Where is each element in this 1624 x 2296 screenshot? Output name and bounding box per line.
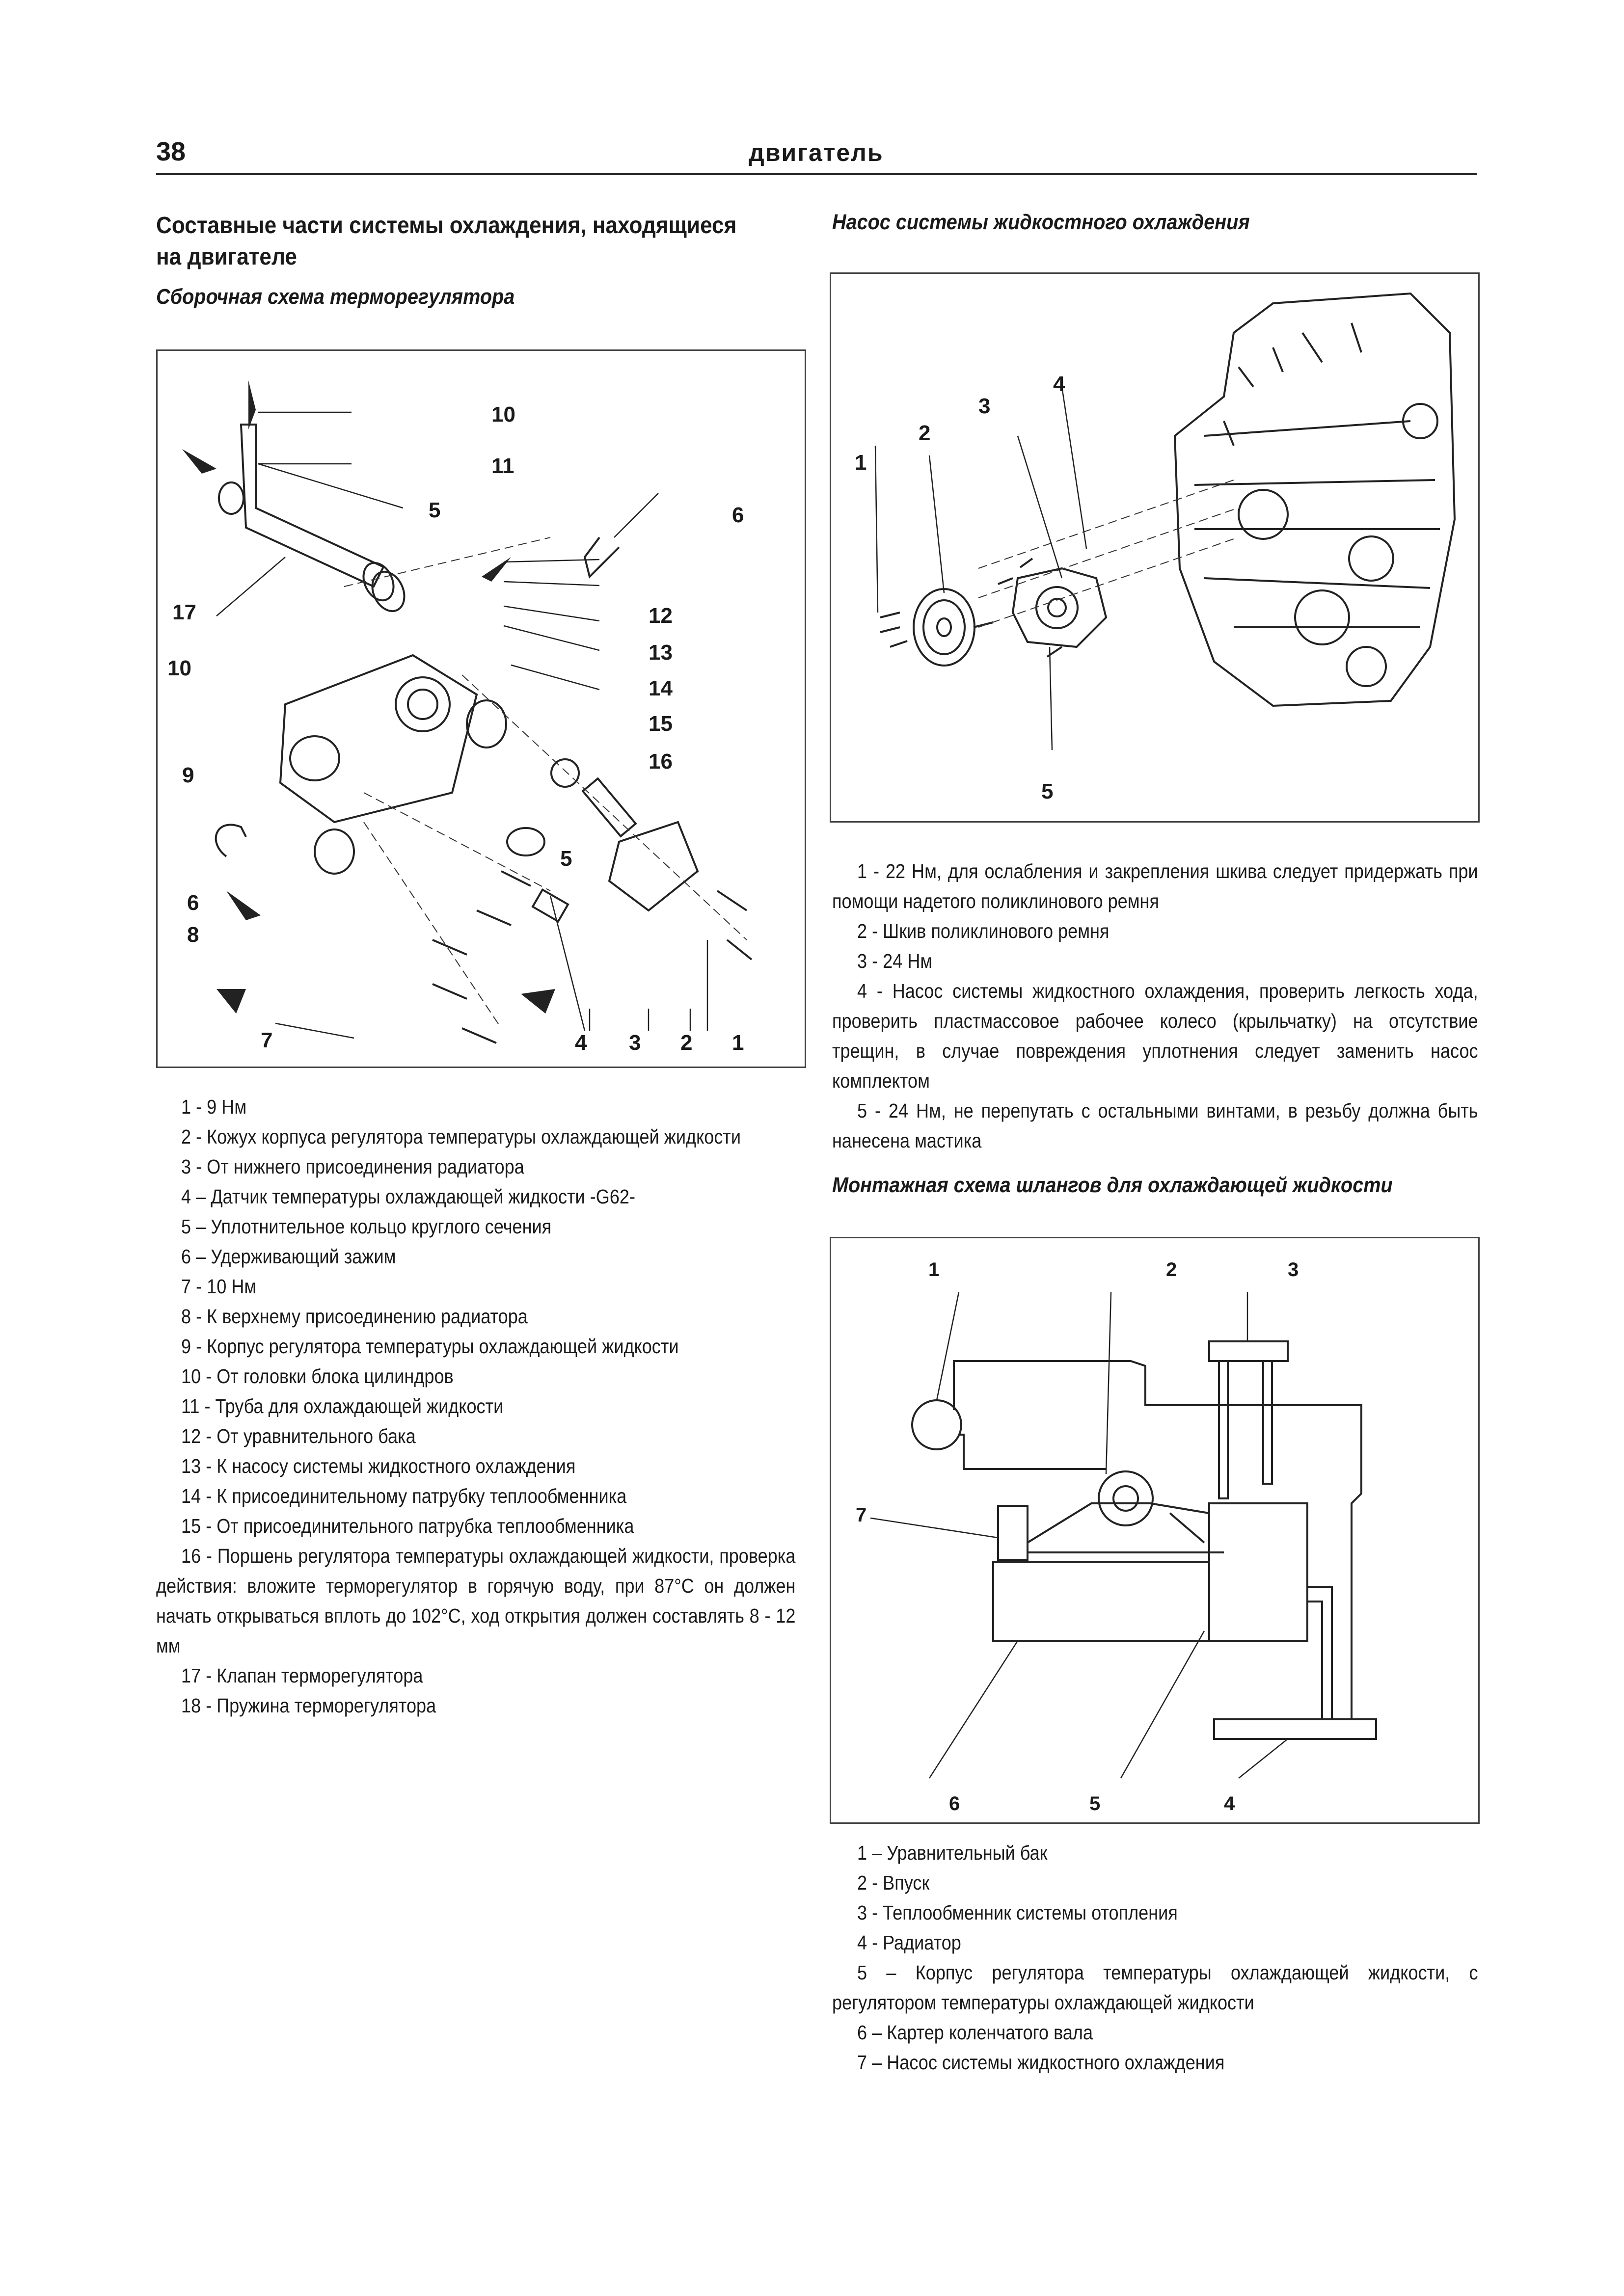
legend-item: 1 – Уравнительный бак [857, 1842, 1048, 1864]
legend-item: 3 - 24 Нм [857, 950, 933, 972]
thermostat-assembly-figure: 10 11 5 6 17 12 13 10 14 15 16 9 5 6 8 7… [156, 349, 806, 1068]
legend-item: 2 - Впуск [857, 1871, 930, 1894]
callout-1: 1 [732, 1031, 744, 1055]
legend-item: 9 - Корпус регулятора температуры охлажд… [181, 1335, 679, 1358]
pump-callout-3: 3 [978, 394, 991, 418]
pump-callout-2: 2 [919, 421, 931, 445]
callout-18: 16 [649, 749, 673, 774]
legend-item: 14 - К присоединительному патрубку тепло… [181, 1485, 627, 1507]
callout-14: 12 [649, 604, 673, 628]
legend-item: 2 - Шкив поликлинового ремня [857, 920, 1110, 942]
callout-6-left: 6 [187, 891, 199, 915]
legend-item: 4 - Радиатор [857, 1931, 961, 1954]
thermostat-legend: 1 - 9 Нм 2 - Кожух корпуса регулятора те… [156, 1092, 795, 1721]
callout-17: 15 [649, 712, 673, 736]
legend-item: 18 - Пружина терморегулятора [181, 1694, 436, 1717]
callout-13: 11 [491, 454, 514, 478]
hose-callout-1: 1 [928, 1259, 940, 1281]
hose-callout-2: 2 [1166, 1259, 1177, 1281]
callout-15: 13 [649, 641, 673, 665]
pump-callout-5: 5 [1041, 779, 1054, 803]
legend-item: 4 – Датчик температуры охлаждающей жидко… [181, 1185, 635, 1208]
callout-5-top: 5 [429, 498, 441, 522]
pump-figure-title: Насос системы жидкостного охлаждения [832, 210, 1250, 234]
legend-item: 3 - От нижнего присоединения радиатора [181, 1155, 524, 1178]
legend-item: 5 – Уплотнительное кольцо круглого сечен… [181, 1215, 552, 1238]
legend-item: 7 - 10 Нм [181, 1275, 257, 1298]
legend-item: 8 - К верхнему присоединению радиатора [181, 1305, 528, 1328]
legend-item: 13 - К насосу системы жидкостного охлажд… [181, 1455, 576, 1477]
page-number: 38 [156, 137, 186, 166]
running-title: двигатель [749, 139, 884, 166]
header-rule [156, 173, 1477, 175]
callout-5-bottom: 5 [560, 847, 572, 871]
hose-callout-3: 3 [1288, 1259, 1299, 1281]
section-title: Составные части системы охлаждения, нахо… [156, 213, 737, 270]
callout-11: 17 [172, 600, 196, 624]
legend-item: 1 - 9 Нм [181, 1095, 247, 1118]
legend-item: 6 – Удерживающий зажим [181, 1245, 396, 1268]
hose-callout-5: 5 [1089, 1793, 1101, 1815]
callout-4: 4 [575, 1031, 587, 1055]
thermostat-figure-title: Сборочная схема терморегулятора [156, 285, 515, 309]
legend-item: 1 - 22 Нм, для ослабления и закрепления … [832, 860, 1478, 912]
legend-item: 11 - Труба для охлаждающей жидкости [181, 1395, 504, 1417]
legend-item: 5 – Корпус регулятора температуры охлажд… [832, 1961, 1478, 2014]
hose-routing-figure: 1 2 3 7 6 5 4 [830, 1237, 1480, 1824]
legend-item: 2 - Кожух корпуса регулятора температуры… [181, 1125, 741, 1148]
legend-item: 5 - 24 Нм, не перепутать с остальными ви… [832, 1099, 1478, 1152]
legend-item: 6 – Картер коленчатого вала [857, 2021, 1093, 2044]
callout-8: 8 [187, 923, 199, 947]
callout-10: 10 [167, 656, 191, 680]
legend-item: 16 - Поршень регулятора температуры охла… [156, 1545, 796, 1657]
pump-figure: 4 3 2 1 5 [830, 272, 1480, 823]
callout-6-top: 6 [732, 503, 744, 527]
legend-item: 15 - От присоединительного патрубка тепл… [181, 1515, 634, 1537]
hose-callout-7: 7 [856, 1504, 867, 1526]
hose-legend: 1 – Уравнительный бак 2 - Впуск 3 - Тепл… [832, 1838, 1478, 2078]
hose-routing-drawing [870, 1292, 1377, 1779]
callout-16: 14 [649, 676, 673, 700]
legend-item: 7 – Насос системы жидкостного охлаждения [857, 2051, 1225, 2074]
legend-item: 12 - От уравнительного бака [181, 1425, 416, 1447]
legend-item: 4 - Насос системы жидкостного охлаждения… [832, 980, 1478, 1092]
legend-item: 17 - Клапан терморегулятора [181, 1664, 423, 1687]
callout-12: 10 [491, 402, 515, 427]
pump-legend: 1 - 22 Нм, для ослабления и закрепления … [832, 856, 1478, 1156]
callout-3: 3 [629, 1031, 641, 1055]
hose-callout-6: 6 [949, 1793, 960, 1815]
callout-2: 2 [680, 1031, 693, 1055]
thermostat-assembly-drawing [182, 380, 753, 1044]
legend-item: 3 - Теплообменник системы отопления [857, 1901, 1178, 1924]
pump-callout-1: 1 [855, 451, 867, 475]
callout-9: 9 [182, 763, 194, 787]
pump-callout-4: 4 [1053, 372, 1065, 396]
callout-7: 7 [261, 1028, 273, 1052]
legend-item: 10 - От головки блока цилиндров [181, 1365, 454, 1388]
pump-drawing [874, 292, 1456, 750]
hose-callout-4: 4 [1224, 1793, 1235, 1815]
hose-figure-title: Монтажная схема шлангов для охлаждающей … [832, 1173, 1393, 1197]
